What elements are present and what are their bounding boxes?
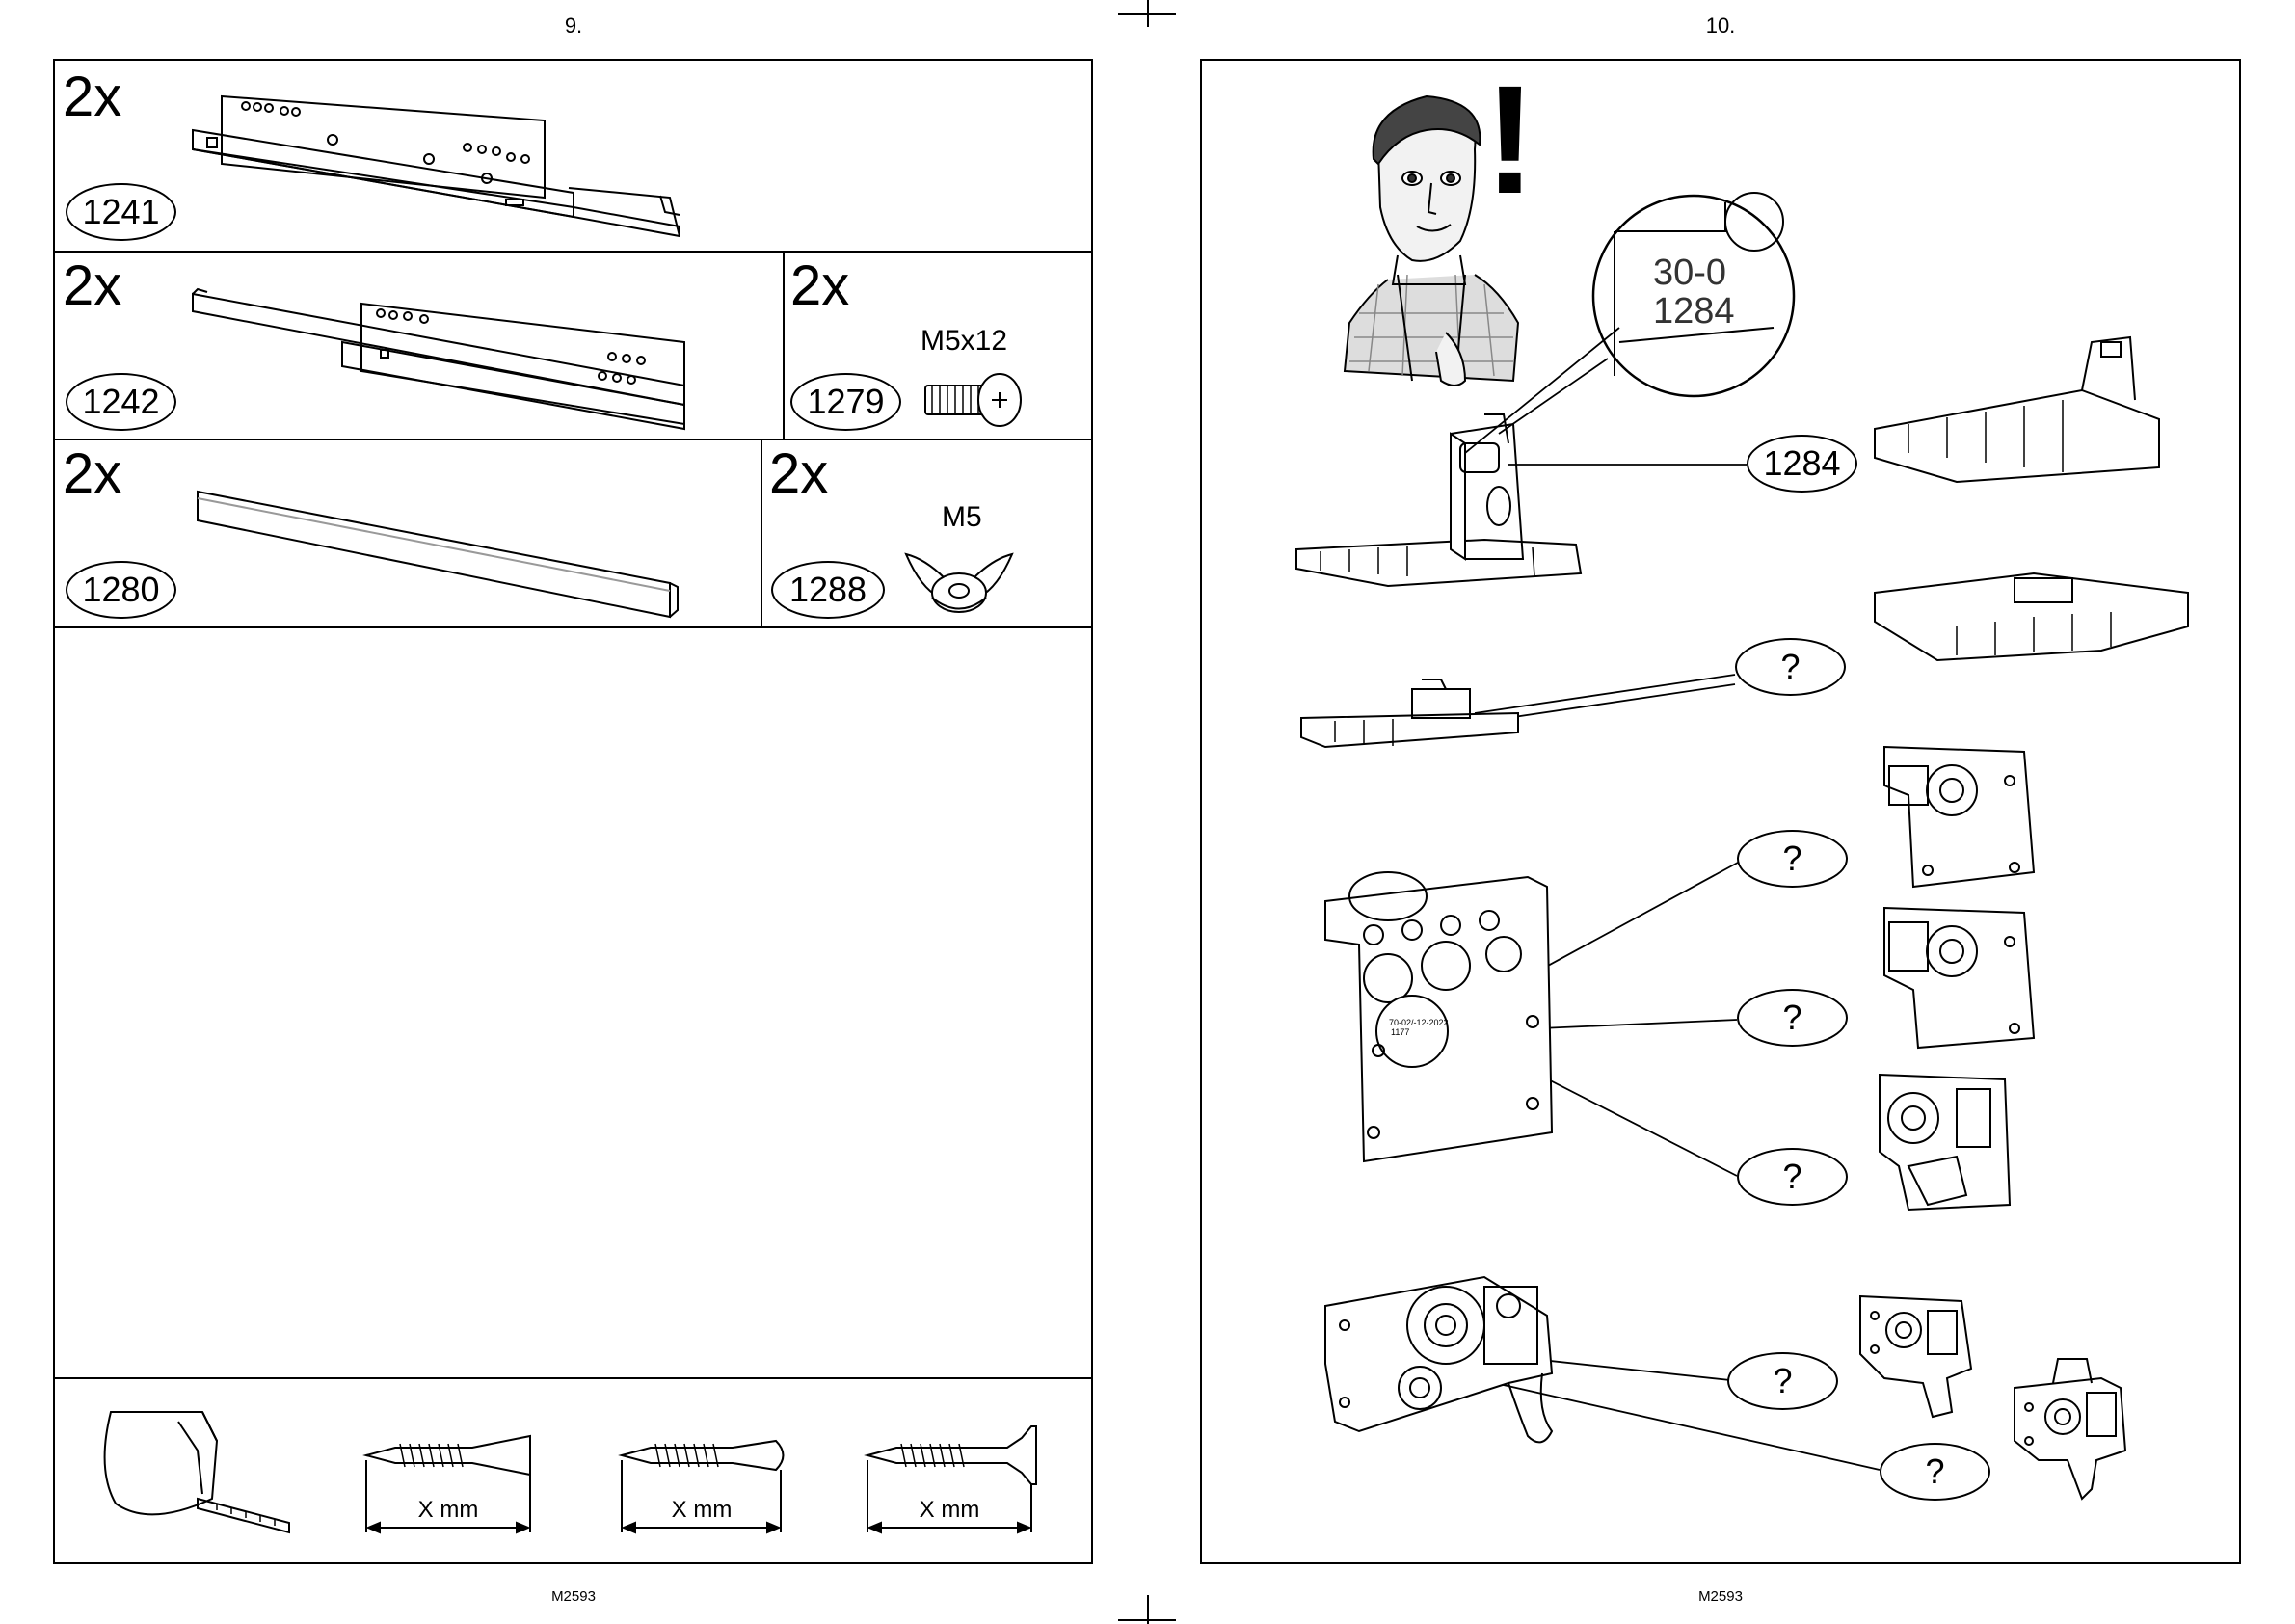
roller-plate-illustration (1870, 898, 2039, 1052)
roller-plate-illustration (1870, 1060, 2019, 1214)
callout-unknown: ? (1880, 1443, 1990, 1501)
callout-unknown: ? (1737, 989, 1848, 1047)
bracket-assembly-flat-illustration (1296, 675, 1528, 761)
guide-bracket-illustration (1870, 333, 2174, 487)
svg-text:1177: 1177 (1391, 1027, 1409, 1037)
roller-assembly-small-illustration (2010, 1354, 2135, 1504)
callout-unknown: ? (1727, 1352, 1838, 1410)
roller-plate-illustration (1870, 737, 2039, 887)
callout-unknown: ? (1735, 638, 1846, 696)
roller-assembly-illustration (1316, 1267, 1566, 1460)
guide-bracket-alt-illustration (1870, 564, 2202, 670)
right-footer-code: M2593 (1672, 1588, 1769, 1605)
bracket-assembly-illustration (1292, 405, 1581, 588)
mounting-plate-illustration: 70-02/-12-2022 1177 (1316, 858, 1557, 1166)
callout-part-number: 1284 (1747, 435, 1857, 493)
roller-assembly-small-illustration (1855, 1287, 1981, 1417)
callout-unknown: ? (1737, 830, 1848, 888)
callout-unknown: ? (1737, 1148, 1848, 1206)
svg-text:70-02/-12-2022: 70-02/-12-2022 (1389, 1018, 1449, 1027)
